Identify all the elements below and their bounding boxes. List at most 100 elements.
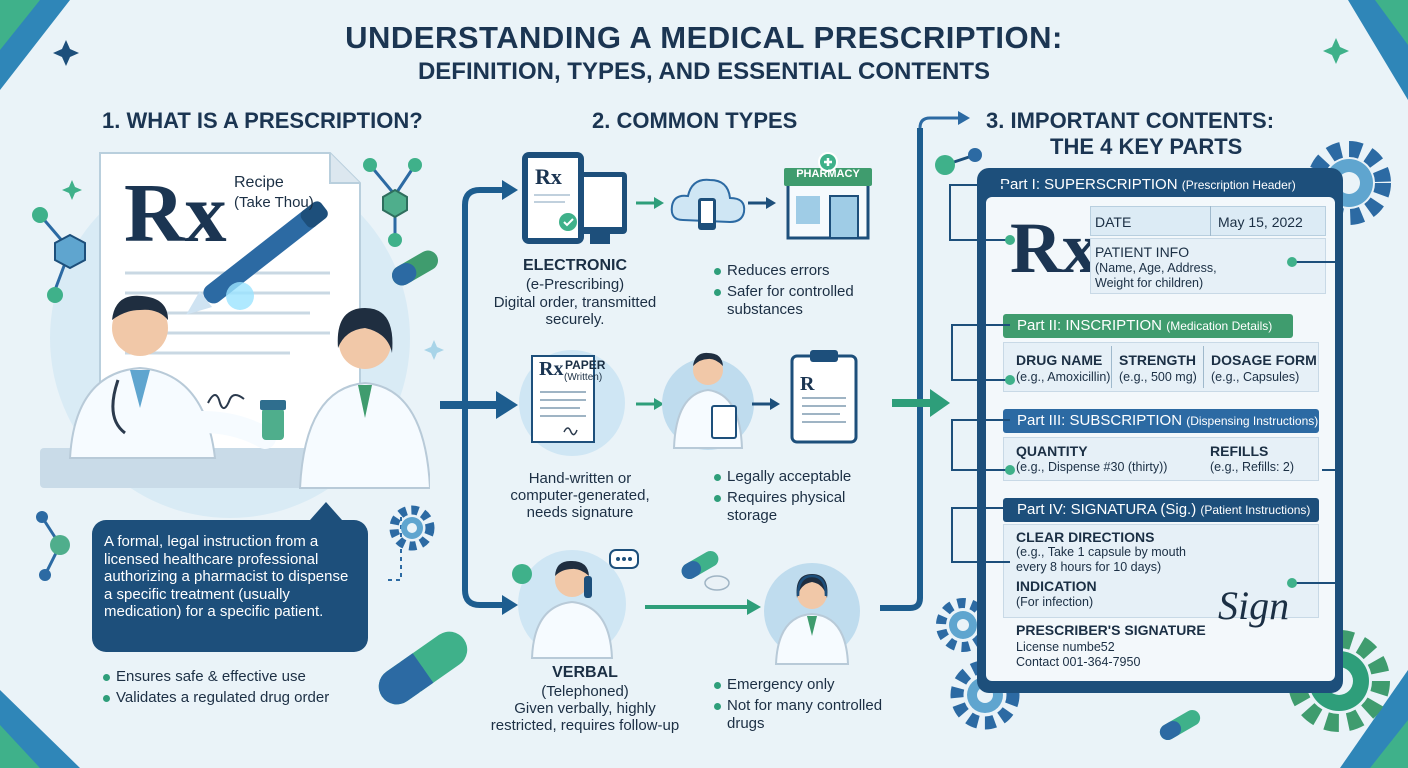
arrow-right-icon (636, 398, 664, 410)
part-connectors (949, 184, 1341, 588)
indication-label: INDICATION (1016, 578, 1097, 594)
section1-heading: 1. WHAT IS A PRESCRIPTION? (102, 108, 423, 133)
bullet-item: Not for many controlled drugs (714, 697, 894, 733)
prescription-doctors-illustration (40, 152, 430, 518)
molecule-icon (363, 158, 422, 247)
molecule-icon (36, 511, 70, 581)
patient-info-label: PATIENT INFO (1095, 244, 1190, 260)
electronic-title: ELECTRONIC (523, 257, 627, 274)
license-number: License numbe52 (1016, 640, 1115, 654)
part3-header: Part III: SUBSCRIPTION (Dispensing Instr… (1003, 409, 1319, 433)
patient-info-field (1090, 238, 1326, 294)
dotted-connector (388, 510, 402, 581)
molecule-icon (32, 207, 86, 303)
arrow-right-icon (636, 197, 664, 209)
tablet-monitor-icon (522, 152, 627, 244)
bullet-item: Reduces errors (714, 262, 894, 280)
patient-info-value: (Name, Age, Address, Weight for children… (1095, 261, 1217, 290)
part3-subtitle: (Dispensing Instructions) (1186, 414, 1319, 428)
refills-label: REFILLS (1210, 443, 1269, 459)
section2-heading: 2. COMMON TYPES (592, 108, 798, 133)
bullet-item: Ensures safe & effective use (103, 668, 373, 686)
flow-arrows-left (440, 180, 518, 615)
contact-number: Contact 001-364-7950 (1016, 655, 1141, 669)
part2-title: Part II: INSCRIPTION (1017, 317, 1163, 334)
strength-value: (e.g., 500 mg) (1119, 370, 1197, 384)
bullet-item: Emergency only (714, 676, 894, 694)
definition-box: A formal, legal instruction from a licen… (92, 502, 368, 652)
part1-subtitle: (Prescription Header) (1181, 178, 1296, 192)
quantity-label: QUANTITY (1016, 443, 1088, 459)
dosage-form-value: (e.g., Capsules) (1211, 370, 1300, 384)
directions-value: (e.g., Take 1 capsule by mouth every 8 h… (1016, 545, 1187, 574)
bullet-item: Validates a regulated drug order (103, 689, 373, 707)
indication-value: (For infection) (1016, 595, 1094, 609)
bullet-item: Requires physical storage (714, 489, 894, 525)
part2-subtitle: (Medication Details) (1166, 319, 1273, 333)
part4-table (1003, 524, 1319, 618)
part4-header: Part IV: SIGNATURA (Sig.) (Patient Instr… (1003, 498, 1319, 522)
section3-heading-line2: THE 4 KEY PARTS (1050, 134, 1243, 159)
part4-subtitle: (Patient Instructions) (1200, 503, 1311, 517)
verbal-description: Given verbally, highly restricted, requi… (490, 700, 680, 734)
capsule-icon (392, 250, 438, 286)
pharmacy-sign: PHARMACY (796, 168, 860, 180)
flow-arrows-right (880, 111, 970, 611)
paper-description: Hand-written or computer-generated, need… (510, 470, 650, 521)
page-subtitle: DEFINITION, TYPES, AND ESSENTIAL CONTENT… (417, 58, 991, 85)
clipboard-icon: R (790, 350, 858, 444)
pills-icon (681, 551, 730, 591)
date-value: May 15, 2022 (1218, 214, 1303, 230)
doctor-clipboard-icon (662, 352, 754, 450)
paper-prescription-icon (519, 350, 625, 456)
part3-title: Part III: SUBSCRIPTION (1017, 412, 1183, 429)
paper-bullets: Legally acceptable Requires physical sto… (714, 468, 894, 525)
arrow-right-icon (748, 197, 776, 209)
rx-symbol-part1: Rx (1010, 208, 1098, 288)
paper-subtitle: (Written) (564, 372, 603, 383)
part2-table (1003, 342, 1319, 392)
signature-mark: Sign (1218, 583, 1290, 628)
verbal-bullets: Emergency only Not for many controlled d… (714, 676, 894, 733)
quantity-value: (e.g., Dispense #30 (thirty)) (1016, 460, 1168, 474)
arrow-right-icon (752, 398, 780, 410)
electronic-bullets: Reduces errors Safer for controlled subs… (714, 262, 894, 319)
dosage-form-label: DOSAGE FORM (1211, 352, 1317, 368)
part4-title: Part IV: SIGNATURA (Sig.) (1017, 501, 1197, 518)
drug-name-label: DRUG NAME (1016, 352, 1103, 368)
drug-name-value: (e.g., Amoxicillin) (1016, 370, 1111, 384)
electronic-description: Digital order, transmitted securely. (493, 294, 657, 328)
bullet-item: Legally acceptable (714, 468, 894, 486)
part1-header: Part I: SUPERSCRIPTION (Prescription Hea… (986, 173, 1335, 197)
arrow-right-icon (645, 599, 761, 615)
part1-title: Part I: SUPERSCRIPTION (1000, 176, 1178, 193)
capsule-icon (378, 631, 468, 705)
rx-symbol-section1: Rx (124, 167, 227, 260)
electronic-subtitle: (e-Prescribing) (525, 276, 625, 293)
directions-label: CLEAR DIRECTIONS (1016, 529, 1155, 545)
strength-label: STRENGTH (1119, 352, 1196, 368)
verbal-subtitle: (Telephoned) (541, 683, 629, 700)
prescriber-signature-label: PRESCRIBER'S SIGNATURE (1016, 622, 1206, 638)
section3-heading-line1: 3. IMPORTANT CONTENTS: (986, 108, 1275, 133)
doctor-phone-icon (512, 549, 639, 659)
gear-icon (389, 505, 435, 551)
svg-text:R: R (800, 373, 815, 395)
section1-bullets: Ensures safe & effective use Validates a… (103, 668, 373, 707)
recipe-label: Recipe (234, 174, 284, 191)
bullet-item: Safer for controlled substances (714, 283, 894, 319)
refills-value: (e.g., Refills: 2) (1210, 460, 1295, 474)
part2-header: Part II: INSCRIPTION (Medication Details… (1003, 314, 1293, 338)
pharmacy-icon (784, 152, 872, 240)
rx-symbol-paper: Rx (539, 358, 564, 380)
recipe-meaning: (Take Thou) (234, 194, 314, 211)
verbal-title: VERBAL (552, 664, 618, 681)
date-label: DATE (1095, 214, 1132, 230)
nurse-headset-icon (764, 563, 860, 665)
date-field (1090, 206, 1326, 236)
cloud-icon (670, 178, 746, 230)
capsule-icon (1159, 710, 1201, 740)
molecule-icon (935, 148, 982, 175)
paper-title: PAPER (565, 358, 606, 372)
